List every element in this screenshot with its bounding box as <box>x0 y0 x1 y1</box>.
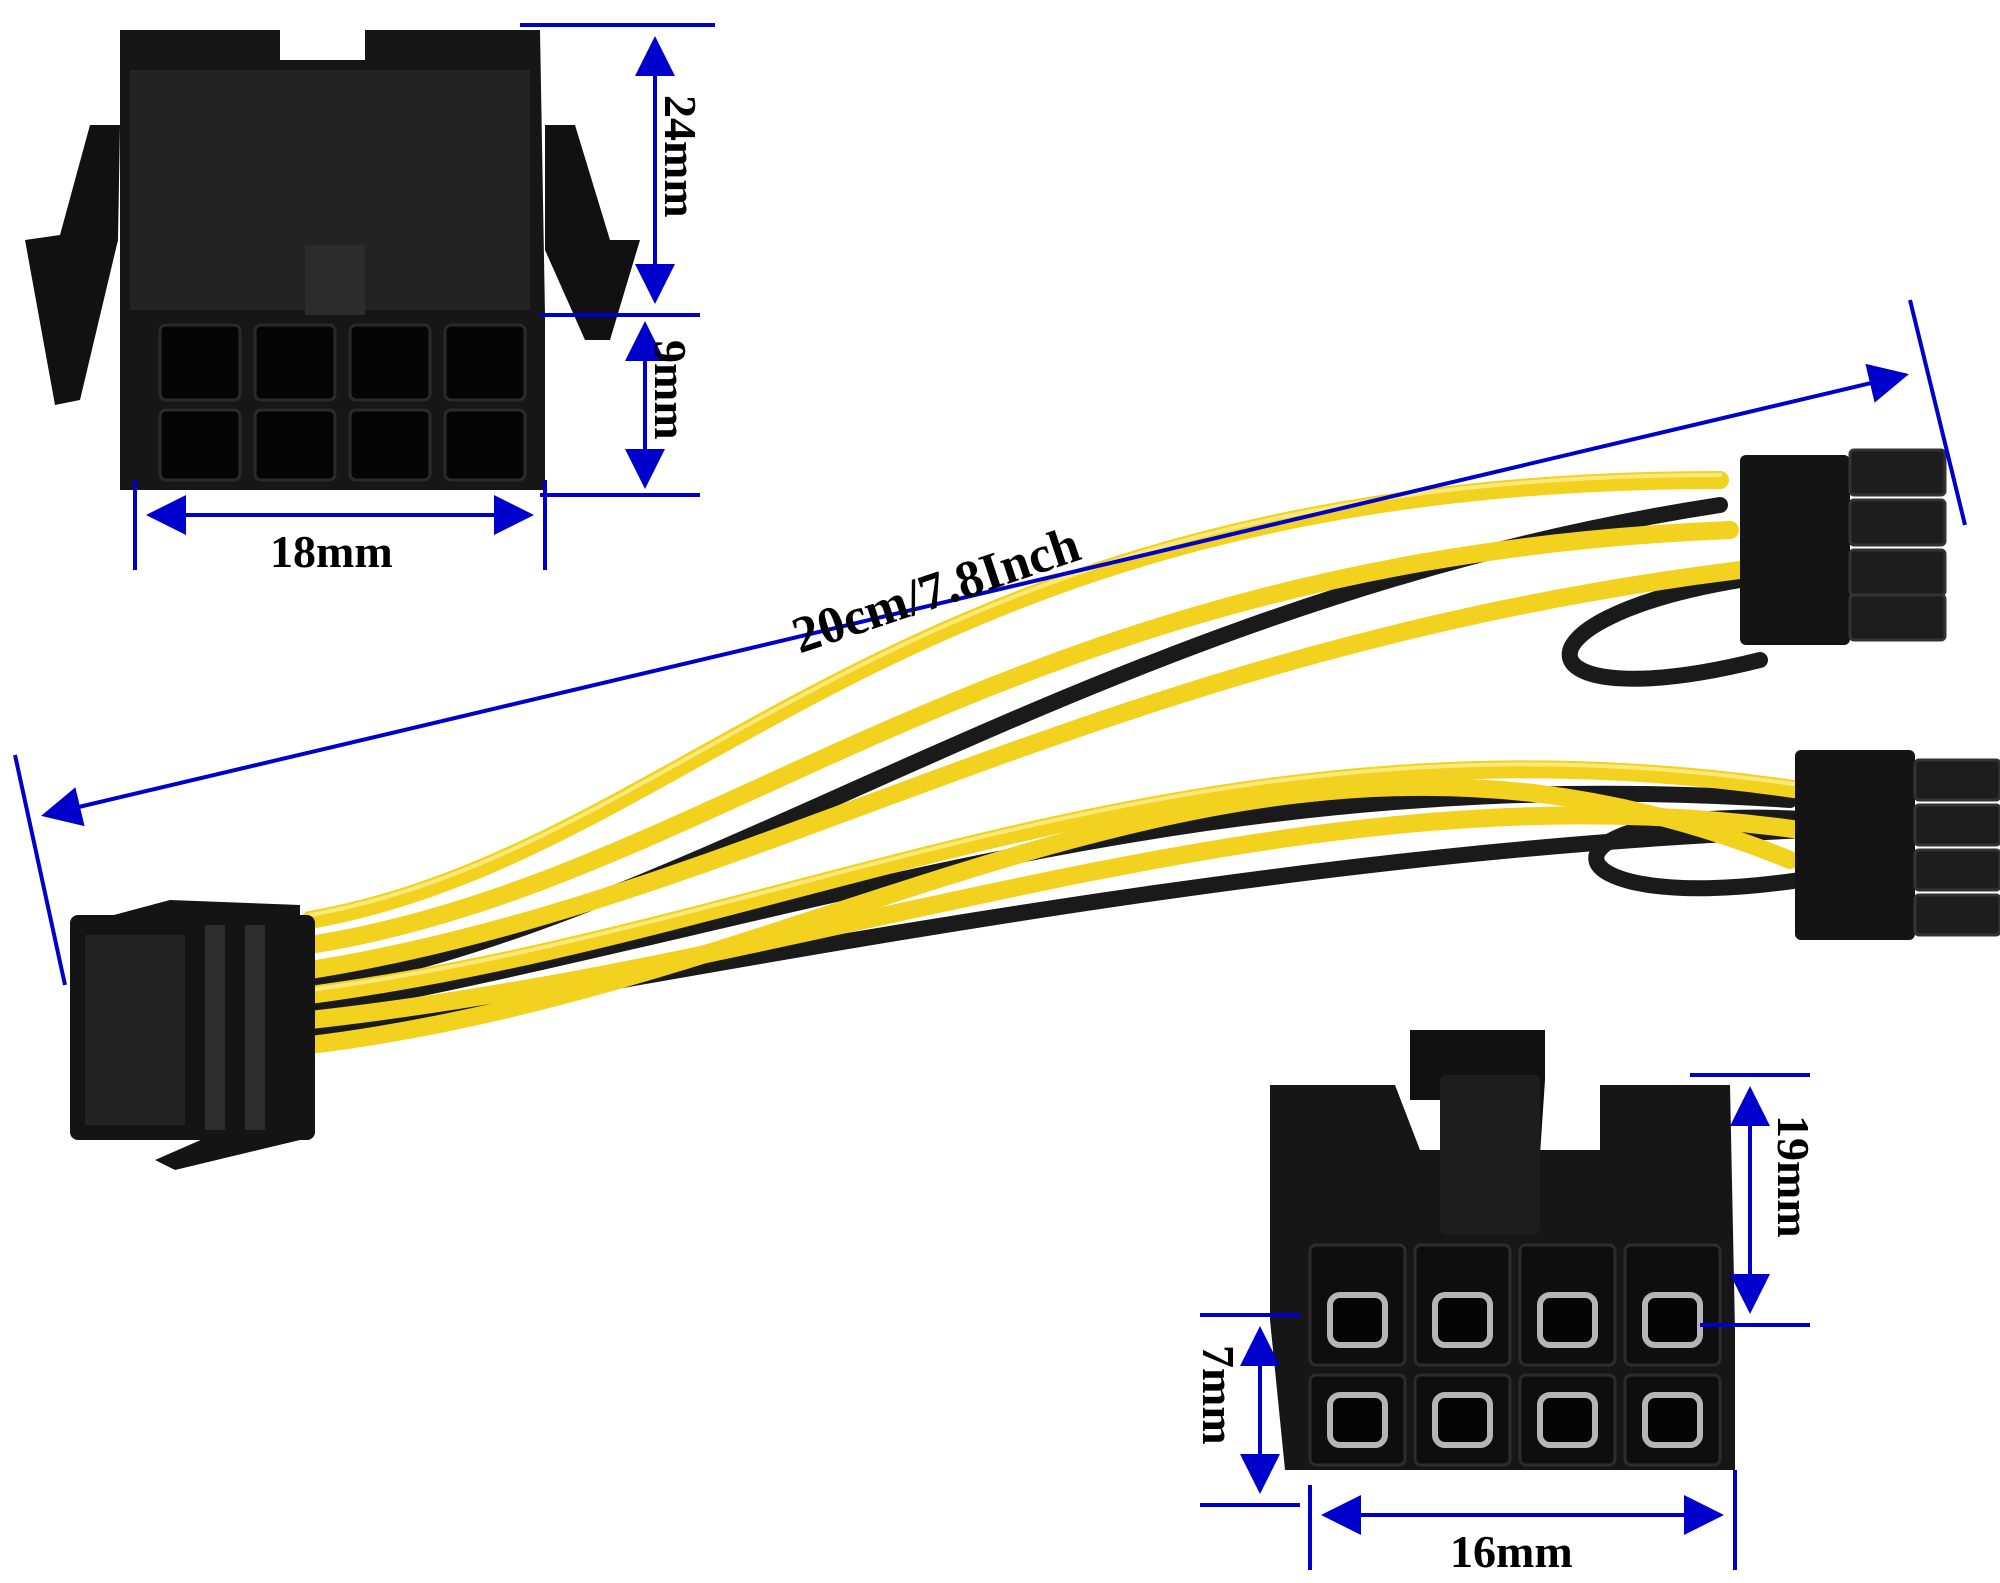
upper-housing <box>1740 455 1850 645</box>
length-20cm-arrow <box>41 363 1909 827</box>
upper-pin-blocks <box>1848 448 1947 642</box>
output-connector-upper <box>1740 448 1947 645</box>
input-connector <box>70 900 315 1170</box>
pin-hole <box>253 408 337 482</box>
center-notch <box>305 245 365 315</box>
lower-pin-blocks <box>1913 758 2000 937</box>
input-housing-shade <box>85 935 185 1125</box>
bottom-metal-pins <box>1327 1292 1703 1448</box>
length-extension-left <box>13 754 67 986</box>
pin-hole <box>348 323 432 402</box>
bottom-width-label: 16mm <box>1450 1526 1573 1577</box>
top-connector-front-view <box>25 30 640 490</box>
top-depth-label: 9mm <box>645 340 696 440</box>
pin-hole <box>158 323 242 402</box>
top-width-label: 18mm <box>270 526 393 577</box>
output-connector-lower <box>1795 750 2000 940</box>
pin-hole <box>253 323 337 402</box>
cable-length-dimension <box>13 299 1967 986</box>
bottom-connector-front-view <box>1270 1030 1735 1470</box>
right-latch <box>545 125 640 340</box>
pin-hole <box>348 408 432 482</box>
pin-hole <box>443 408 527 482</box>
pin-hole <box>443 323 527 402</box>
bottom-latch-arm <box>1440 1075 1540 1235</box>
bottom-depth-label: 7mm <box>1193 1345 1244 1445</box>
bottom-dimension-lines <box>1200 1073 1810 1570</box>
bottom-height-label: 19mm <box>1768 1115 1819 1238</box>
input-ribs <box>205 925 265 1130</box>
length-extension-right <box>1908 299 1967 526</box>
top-height-label: 24mm <box>655 95 706 218</box>
lower-housing <box>1795 750 1915 940</box>
pin-hole <box>158 408 242 482</box>
left-latch <box>25 125 120 405</box>
